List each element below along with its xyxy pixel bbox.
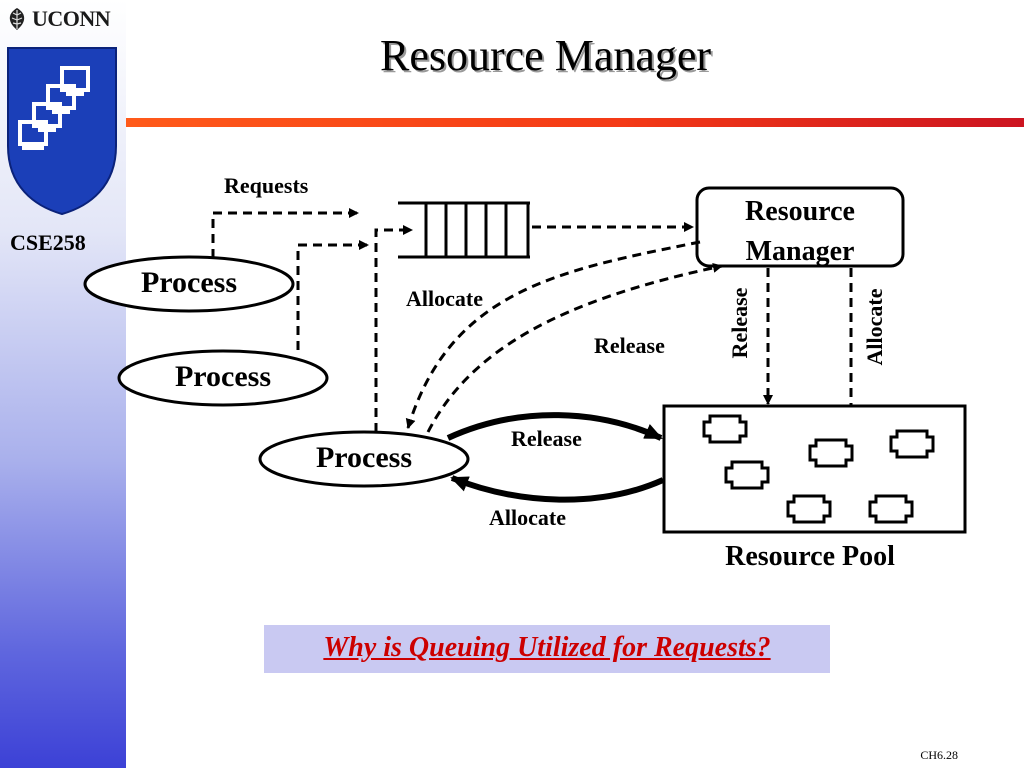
resource-unit [868, 494, 914, 524]
allocate-vertical-label: Allocate [862, 288, 887, 366]
course-code: CSE258 [10, 230, 86, 255]
release-vertical-label: Release [727, 287, 752, 359]
release-manager-label: Release [594, 333, 665, 358]
resource-unit [702, 414, 748, 444]
process-ellipse-2 [117, 349, 329, 407]
release-pool-arrow [446, 412, 663, 441]
resource-units [702, 414, 935, 524]
release-pool-label: Release [511, 426, 582, 451]
process-label-1: Process [140, 266, 238, 299]
title-divider [126, 118, 1024, 127]
department-logo [7, 47, 117, 216]
release-curve [426, 262, 723, 433]
resource-unit [889, 429, 935, 459]
request-line-2 [296, 240, 369, 350]
process-ellipse-3 [258, 430, 470, 488]
question-highlight [264, 625, 830, 673]
allocate-pool-arrow [450, 475, 665, 503]
request-line-1 [211, 208, 359, 258]
question-link[interactable]: Why is Queuing Utilized for Requests? [323, 632, 771, 663]
manager-title: Resource Manager [745, 196, 855, 267]
university-brand: UCONN [6, 6, 111, 32]
page-number: CH6.28 [920, 748, 958, 762]
allocate-queue-label: Allocate [406, 286, 483, 311]
request-line-3 [374, 225, 413, 432]
requests-label: Requests [224, 173, 309, 198]
request-queue [398, 201, 530, 259]
manager-box [695, 186, 905, 268]
process-label-3: Process [315, 441, 413, 474]
page-title: Resource Manager [380, 31, 712, 80]
resource-pool-label: Resource Pool [725, 541, 895, 572]
oak-leaf-icon [9, 8, 25, 30]
allocate-curve [405, 240, 701, 429]
resource-unit [724, 460, 770, 490]
allocate-pool-label: Allocate [489, 505, 566, 530]
process-ellipse-1 [83, 255, 295, 313]
resource-unit [808, 438, 854, 468]
process-label-2: Process [174, 360, 272, 393]
resource-unit [786, 494, 832, 524]
brand-name: UCONN [32, 6, 111, 31]
